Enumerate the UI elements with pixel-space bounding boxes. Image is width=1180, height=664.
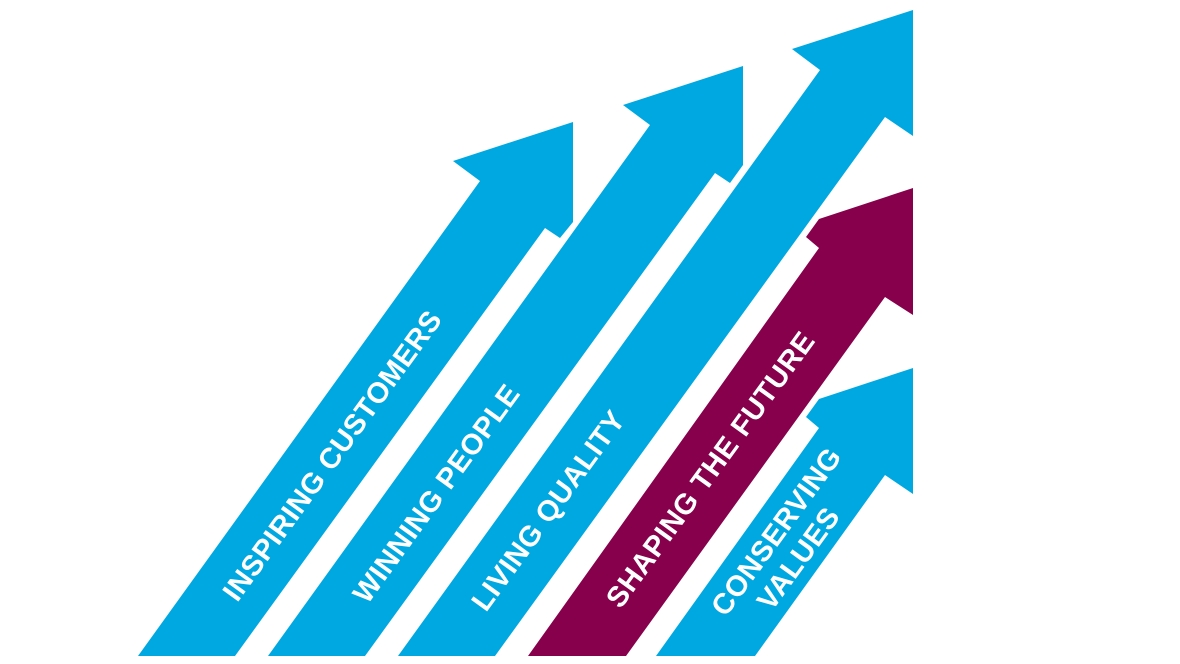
arrow-shaping-the-future: [528, 188, 913, 656]
arrow-conserving-values: [656, 368, 913, 656]
arrow-winning-people: [268, 66, 743, 656]
arrow-living-quality: [398, 10, 913, 656]
arrow-inspiring-customers: [138, 122, 573, 656]
